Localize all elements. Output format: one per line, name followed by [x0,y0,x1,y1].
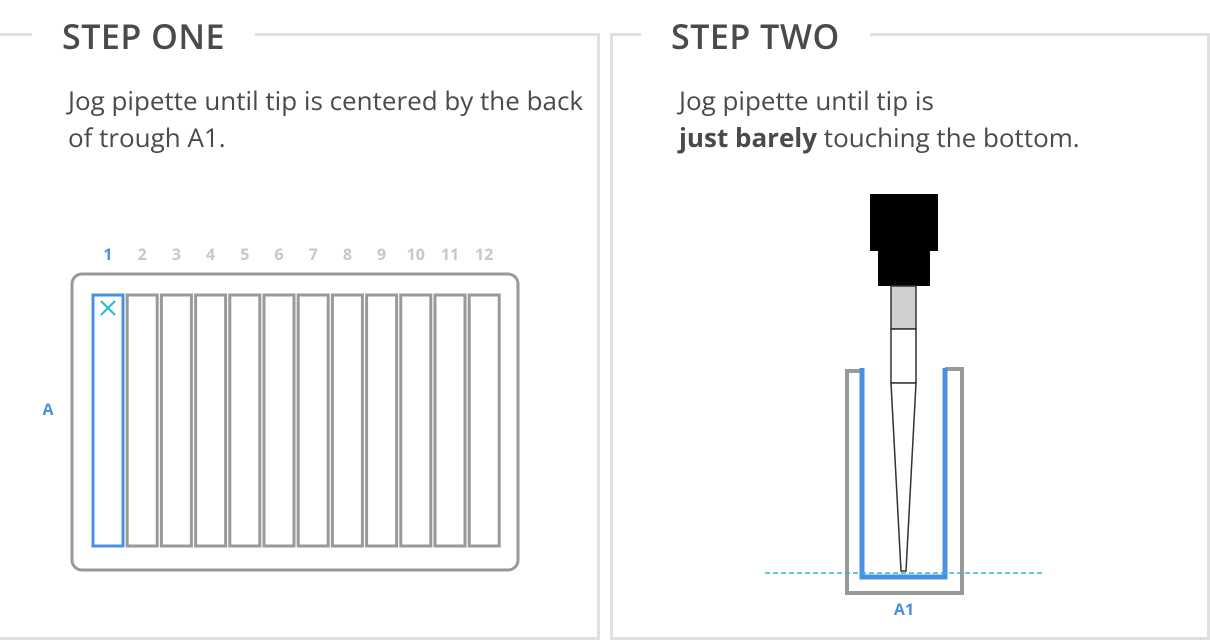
step-one-instruction: Jog pipette until tip is centered by the… [68,82,584,155]
column-label-1: 1 [103,243,112,265]
instruction-text-2: touching the bottom. [817,119,1080,155]
trough-well-12 [467,293,501,548]
trough-well-5 [228,293,262,548]
trough-well-4 [194,293,228,548]
step-two-panel: STEP TWO Jog pipette until tip is just b… [610,16,1210,640]
trough-well-2 [125,293,159,548]
well-inner-wall [859,368,948,580]
column-label-7: 7 [309,243,318,265]
step-two-instruction: Jog pipette until tip is just barely tou… [679,82,1199,156]
pipette-body [870,194,938,251]
instruction-text-1: Jog pipette until tip is [679,82,934,118]
column-label-8: 8 [343,243,352,265]
pipette-neck [878,250,930,286]
column-label-6: 6 [274,243,283,265]
instruction-bold: just barely [679,119,818,155]
step-one-panel: STEP ONE Jog pipette until tip is center… [0,16,600,640]
trough-outline [70,272,520,572]
column-label-2: 2 [138,243,147,265]
trough-well-7 [296,293,330,548]
column-label-10: 10 [407,243,425,265]
trough-well-11 [433,293,467,548]
column-label-5: 5 [240,243,249,265]
step-one-title: STEP ONE [32,16,255,56]
pipette-shaft [890,285,917,330]
trough-well-8 [330,293,364,548]
column-label-12: 12 [475,243,493,265]
column-label-3: 3 [172,243,181,265]
x-icon [100,300,116,316]
column-label-11: 11 [441,243,459,265]
row-label-a: A [42,398,54,420]
well-label-a1: A1 [894,598,914,620]
trough-well-10 [399,293,433,548]
trough-well-9 [365,293,399,548]
well-outer-wall [845,367,964,595]
column-label-4: 4 [206,243,215,265]
pipette-tip [890,382,917,572]
tip-collar [890,328,917,384]
trough-well-6 [262,293,296,548]
trough-well-1 [91,293,125,548]
column-label-9: 9 [377,243,386,265]
trough-well-3 [159,293,193,548]
step-two-title: STEP TWO [641,16,870,56]
